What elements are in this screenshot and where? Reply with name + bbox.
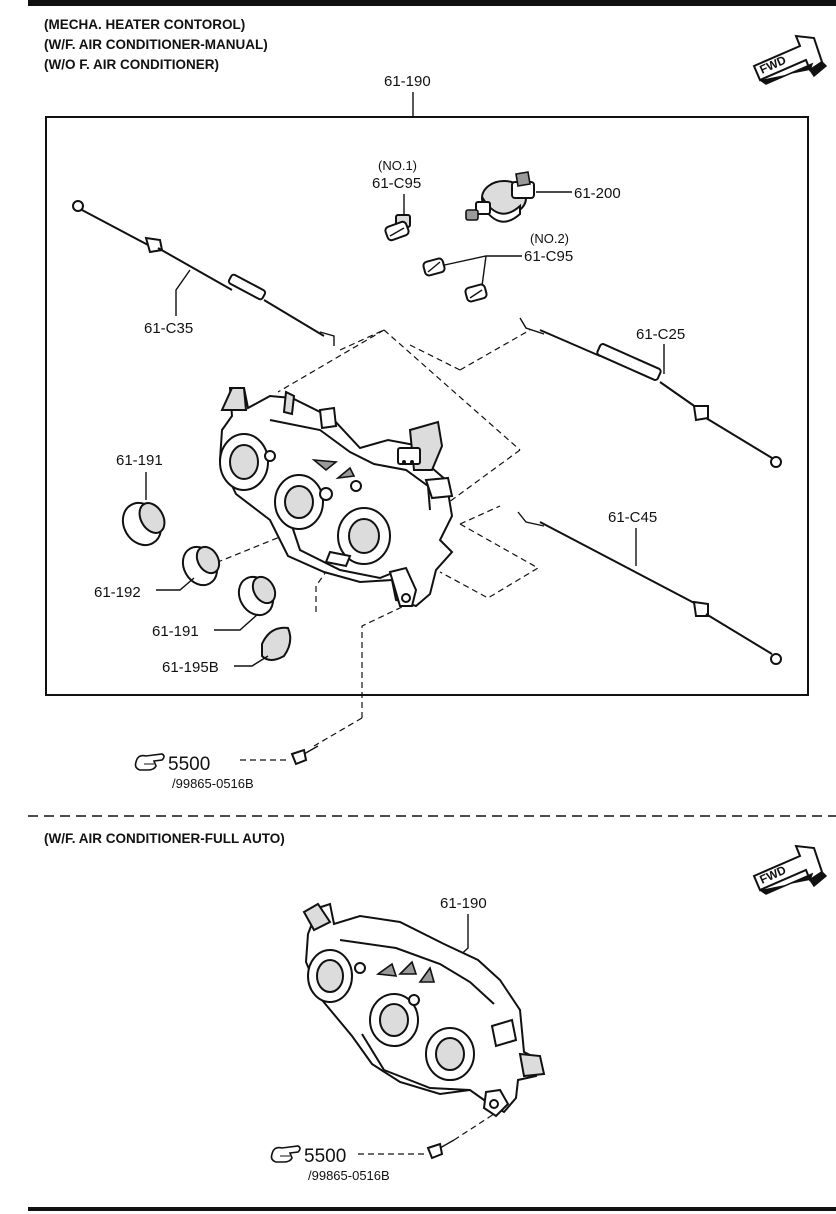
label-no1: (NO.1) <box>378 158 417 173</box>
label-61-c45: 61-C45 <box>608 509 657 526</box>
knob-61-191-upper <box>121 501 166 547</box>
leader-c95-no2-b <box>481 255 487 287</box>
caption-line-1: (MECHA. HEATER CONTOROL) <box>44 17 245 32</box>
bulb-no1 <box>384 214 411 242</box>
label-61-200: 61-200 <box>574 185 621 202</box>
screw-ref-1: 5500 <box>168 754 210 775</box>
label-61-191-lower: 61-191 <box>152 623 199 640</box>
cable-61-c35 <box>72 200 335 346</box>
bulb-no2-b <box>464 283 488 303</box>
screw-2-dash-up <box>453 1113 495 1141</box>
label-61-190-auto: 61-190 <box>440 895 487 912</box>
sensor-61-200 <box>465 171 535 223</box>
caption-section-2: (W/F. AIR CONDITIONER-FULL AUTO) <box>44 831 285 846</box>
fwd-arrow-icon: FWD <box>752 34 828 85</box>
top-border <box>28 0 836 6</box>
label-61-191-upper: 61-191 <box>116 452 163 469</box>
hand-pointer-icon-2 <box>270 1145 301 1163</box>
leader-61-c35 <box>175 269 191 316</box>
section-1: (MECHA. HEATER CONTOROL) (W/F. AIR CONDI… <box>44 17 828 791</box>
heater-control-unit <box>218 387 454 608</box>
label-61-190: 61-190 <box>384 73 431 90</box>
cable-61-c45 <box>517 511 782 665</box>
caption-line-2: (W/F. AIR CONDITIONER-MANUAL) <box>44 37 268 52</box>
caption-line-3: (W/O F. AIR CONDITIONER) <box>44 57 219 72</box>
label-61-c25: 61-C25 <box>636 326 685 343</box>
dashed-guides-1 <box>197 329 540 761</box>
label-no2: (NO.2) <box>530 231 569 246</box>
leader-61-195b <box>234 655 269 667</box>
bulb-no2-a <box>422 257 446 277</box>
knob-61-195b <box>261 626 292 661</box>
climate-control-unit-auto <box>302 902 546 1118</box>
label-61-c35: 61-C35 <box>144 320 193 337</box>
section-1-frame <box>45 116 809 696</box>
label-61-192: 61-192 <box>94 584 141 601</box>
screw-1 <box>290 745 319 766</box>
screw-part-1: /99865-0516B <box>172 776 254 791</box>
knob-61-191-lower <box>237 575 277 617</box>
hand-pointer-icon <box>134 753 165 771</box>
bottom-border <box>28 1207 836 1211</box>
leader-c95-no2-a <box>439 255 522 267</box>
screw-ref-2: 5500 <box>304 1146 346 1167</box>
screw-part-2: /99865-0516B <box>308 1168 390 1183</box>
leader-61-192 <box>156 577 195 591</box>
label-61-c95-no2: 61-C95 <box>524 248 573 265</box>
label-61-c95-no1: 61-C95 <box>372 175 421 192</box>
leader-61-191-lower <box>214 613 259 631</box>
fwd-arrow-icon-2: FWD <box>752 844 828 895</box>
knob-61-192 <box>181 545 221 587</box>
label-61-195b: 61-195B <box>162 659 219 676</box>
section-2: (W/F. AIR CONDITIONER-FULL AUTO) FWD 61-… <box>44 831 828 1183</box>
screw-2 <box>426 1139 455 1160</box>
cable-61-c25 <box>519 317 782 468</box>
